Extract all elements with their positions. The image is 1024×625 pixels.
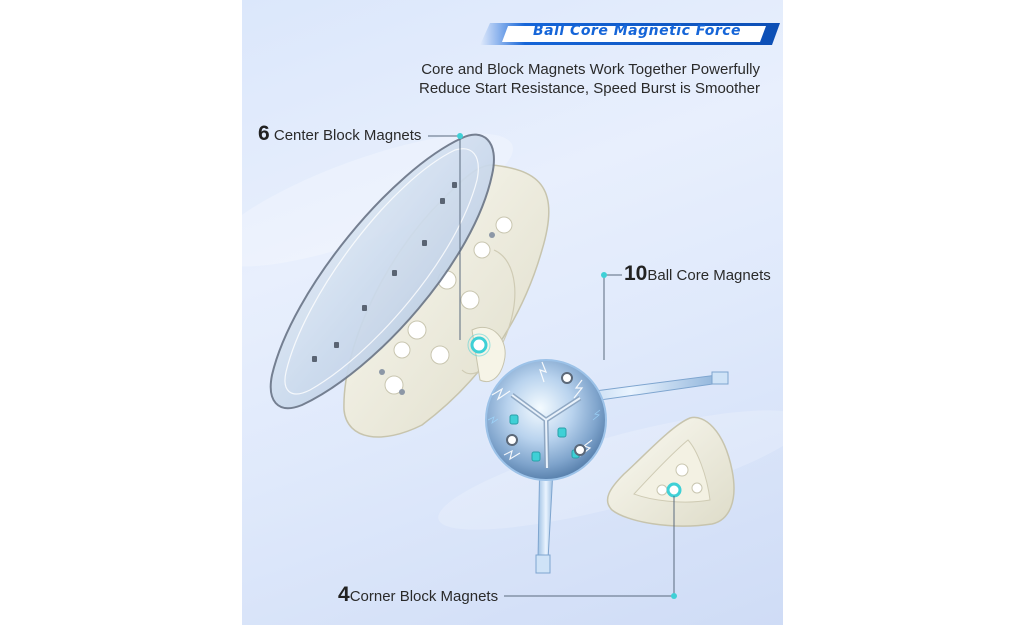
center-block-label: Center Block Magnets (269, 127, 422, 144)
banner-title: Ball Core Magnetic Force (532, 23, 742, 39)
callout-dots (457, 133, 677, 599)
corner-block-count: 4 (338, 583, 350, 606)
center-cap-lens (269, 133, 495, 410)
title-banner (480, 20, 780, 48)
ball-core-count: 10 (624, 262, 648, 285)
banner-subtitle-line-1: Core and Block Magnets Work Together Pow… (421, 61, 760, 78)
center-block-count: 6 (258, 122, 270, 145)
callout-center-block: 6 Center Block Magnets (258, 122, 421, 146)
center-block-piece (343, 164, 550, 438)
callout-corner-block: 4Corner Block Magnets (338, 583, 498, 607)
corner-block-label: Corner Block Magnets (349, 588, 499, 605)
exploded-cube-illustration (242, 133, 783, 599)
ball-core-label: Ball Core Magnets (647, 267, 771, 284)
corner-block-piece (606, 416, 735, 527)
banner-subtitle-line-2: Reduce Start Resistance, Speed Burst is … (418, 80, 760, 97)
center-magnet-marker (470, 336, 488, 354)
ball-core-sphere (482, 356, 610, 484)
callout-ball-core: 10Ball Core Magnets (624, 262, 771, 286)
product-infographic: Ball Core Magnetic Force Core and Block … (242, 0, 783, 625)
corner-magnet-marker (666, 482, 682, 498)
